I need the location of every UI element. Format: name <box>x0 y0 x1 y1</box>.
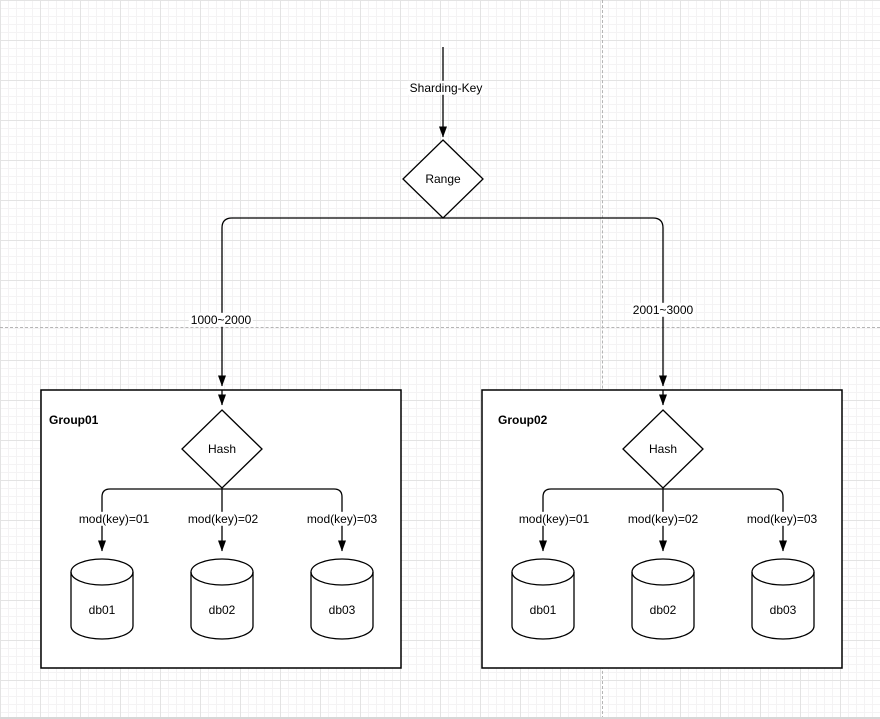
group02-modkey03-label[interactable]: mod(key)=03 <box>744 511 820 527</box>
edge-range-to-group02[interactable] <box>443 217 667 387</box>
group01-db02-label: db02 <box>208 602 236 617</box>
group02-db02-label: db02 <box>649 602 677 617</box>
group01-hash-label: Hash <box>207 441 237 456</box>
group01-modkey02-label[interactable]: mod(key)=02 <box>185 511 261 527</box>
edge-range-to-group01[interactable] <box>218 217 443 387</box>
page-guide-vertical <box>602 0 603 719</box>
group02-db02-cylinder[interactable] <box>631 558 695 640</box>
edge-hash2-to-db03[interactable] <box>663 488 787 552</box>
range-node-label: Range <box>425 171 461 186</box>
group01-title: Group01 <box>49 413 99 427</box>
page-guide-horizontal <box>0 327 880 328</box>
group01-modkey03-label[interactable]: mod(key)=03 <box>304 511 380 527</box>
branch-label-1000-2000[interactable]: 1000~2000 <box>188 312 254 328</box>
sharding-key-label: Sharding-Key <box>407 80 485 96</box>
group02-title: Group02 <box>498 413 548 427</box>
group01-hash-diamond[interactable] <box>181 409 263 489</box>
edge-hash1-to-db01[interactable] <box>98 488 222 552</box>
edge-hash2-to-db01[interactable] <box>539 488 663 552</box>
group02-db01-cylinder[interactable] <box>511 558 575 640</box>
branch-label-2001-3000[interactable]: 2001~3000 <box>630 302 696 318</box>
group01-db03-label: db03 <box>328 602 356 617</box>
group01-db03-cylinder[interactable] <box>310 558 374 640</box>
group02-modkey01-label[interactable]: mod(key)=01 <box>516 511 592 527</box>
group02-db03-cylinder[interactable] <box>751 558 815 640</box>
group01-db01-label: db01 <box>88 602 116 617</box>
group01-db02-cylinder[interactable] <box>190 558 254 640</box>
group02-modkey02-label[interactable]: mod(key)=02 <box>625 511 701 527</box>
group01-modkey01-label[interactable]: mod(key)=01 <box>76 511 152 527</box>
group02-hash-label: Hash <box>648 441 678 456</box>
group01-db01-cylinder[interactable] <box>70 558 134 640</box>
group02-db01-label: db01 <box>529 602 557 617</box>
edge-hash1-to-db03[interactable] <box>222 488 346 552</box>
range-diamond[interactable] <box>402 139 484 219</box>
group02-db03-label: db03 <box>769 602 797 617</box>
group02-hash-diamond[interactable] <box>622 409 704 489</box>
canvas-bottom-edge <box>0 717 880 719</box>
